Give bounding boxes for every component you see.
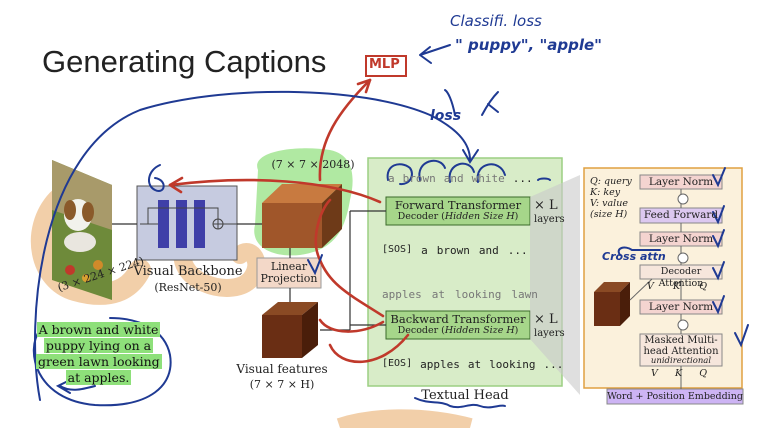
- qkv-legend: Q: query K: key V: value (size H): [590, 176, 632, 220]
- masked-attention-line2: head Attention: [643, 346, 719, 357]
- token: white: [471, 172, 505, 185]
- visual-backbone-block: [136, 185, 238, 261]
- token: looking: [489, 358, 536, 371]
- token: lawn: [511, 288, 538, 301]
- grid-feature-cube: [262, 184, 342, 248]
- decoder-prefix: Decoder (: [397, 325, 445, 336]
- cross-attn-vkq: V K Q: [647, 281, 707, 292]
- forward-output-tokens: a brown and white ...: [388, 172, 533, 185]
- add-node-2: [677, 252, 689, 264]
- legend-v: V: value: [590, 198, 628, 209]
- linear-projection-label: Linear Projection: [260, 260, 318, 285]
- self-attn-vkq: V K Q: [651, 368, 707, 379]
- v-label: V: [651, 368, 658, 379]
- q-label: Q: [699, 368, 707, 379]
- backward-transformer-subtitle: Decoder (Hidden Size H): [386, 325, 530, 336]
- visual-features-title: Visual features: [236, 362, 328, 376]
- add-node-3: [677, 319, 689, 331]
- loss-label: loss: [430, 108, 462, 124]
- decoder-small-cube: [594, 282, 630, 326]
- feed-forward-label: Feed Forward: [643, 209, 719, 221]
- visual-backbone-title: Visual Backbone: [133, 264, 243, 279]
- masked-attention-line1: Masked Multi-: [644, 335, 718, 346]
- decoder-prefix: Decoder (: [397, 211, 445, 222]
- mlp-box: [365, 55, 407, 77]
- backward-layers-mult: × L: [534, 312, 558, 327]
- input-image: [52, 160, 112, 300]
- token: a: [388, 172, 395, 185]
- forward-transformer-subtitle: Decoder (Hidden Size H): [386, 211, 530, 222]
- layer-norm-lower-label: Layer Norm: [648, 301, 714, 313]
- forward-input-tokens: [SOS] a brown and ...: [382, 244, 532, 257]
- visual-backbone-subtitle: (ResNet-50): [154, 281, 222, 294]
- orange-highlight-bottom: [336, 409, 473, 428]
- backward-input-tokens: [EOS] apples at looking ...: [382, 358, 564, 371]
- token: brown: [402, 172, 436, 185]
- token: ...: [512, 172, 533, 185]
- zoom-wedge: [530, 175, 580, 395]
- hidden-size: Hidden Size H: [444, 211, 515, 222]
- loss-note: Classifi. loss: [450, 12, 542, 30]
- legend-size: (size H): [590, 209, 628, 220]
- add-node-1: [677, 193, 689, 205]
- textual-head-panel: [367, 157, 563, 387]
- masked-attention-line3: unidirectional: [650, 356, 712, 366]
- mlp-label: MLP: [369, 57, 400, 72]
- token: and: [478, 244, 499, 257]
- token: brown: [436, 244, 470, 257]
- orange-highlight-left: [30, 189, 151, 305]
- backward-output-tokens: apples at looking lawn: [382, 288, 538, 301]
- decoder-suffix: ): [514, 325, 519, 336]
- grid-dims-label: (7 × 7 × 2048): [271, 158, 355, 171]
- decoder-connectors: [629, 189, 682, 389]
- token: [SOS]: [382, 244, 413, 255]
- blue-ink-annotations: [32, 44, 749, 409]
- token: [EOS]: [382, 358, 413, 369]
- visual-features-cube: [262, 302, 318, 358]
- red-annotation-arrows: [168, 78, 410, 364]
- token: at: [467, 358, 482, 371]
- backward-transformer-title: Backward Transformer: [390, 312, 526, 326]
- legend-k: K: key: [590, 187, 621, 198]
- embedding-label: Word + Position Embedding: [607, 391, 743, 402]
- visual-features-dims: (7 × 7 × H): [249, 378, 315, 391]
- slide-title: Generating Captions: [42, 44, 327, 79]
- layer-norm-middle-label: Layer Norm: [648, 233, 714, 245]
- k-label: K: [674, 368, 683, 379]
- token: a: [421, 244, 428, 257]
- q-label: Q: [699, 281, 707, 292]
- forward-transformer-block: [385, 196, 531, 226]
- token: apples: [420, 358, 460, 371]
- layer-norm-top-label: Layer Norm: [648, 176, 714, 188]
- legend-q: Q: query: [590, 176, 632, 187]
- hidden-size: Hidden Size H: [444, 325, 515, 336]
- token: at: [431, 288, 445, 301]
- decoder-attention-label: Decoder Attention: [658, 266, 704, 289]
- masked-attention-block: [639, 333, 723, 367]
- decoder-suffix: ): [514, 211, 519, 222]
- token: ...: [507, 244, 528, 257]
- token: looking: [455, 288, 502, 301]
- token: ...: [543, 358, 564, 371]
- token: and: [443, 172, 464, 185]
- forward-layers-word: layers: [534, 214, 565, 225]
- caption-text: A brown and white puppy lying on a green…: [36, 322, 162, 385]
- textual-head-label: Textual Head: [421, 388, 509, 403]
- forward-layers-mult: × L: [534, 198, 558, 213]
- v-label: V: [647, 281, 654, 292]
- embedding-block: [606, 388, 744, 405]
- k-label: K: [672, 281, 681, 292]
- cross-attn-label: Cross attn: [602, 250, 666, 263]
- loss-items: " puppy", "apple": [455, 36, 602, 54]
- token: apples: [382, 288, 422, 301]
- forward-transformer-title: Forward Transformer: [394, 198, 522, 212]
- orange-highlight-middle: [173, 236, 266, 297]
- backward-layers-word: layers: [534, 328, 565, 339]
